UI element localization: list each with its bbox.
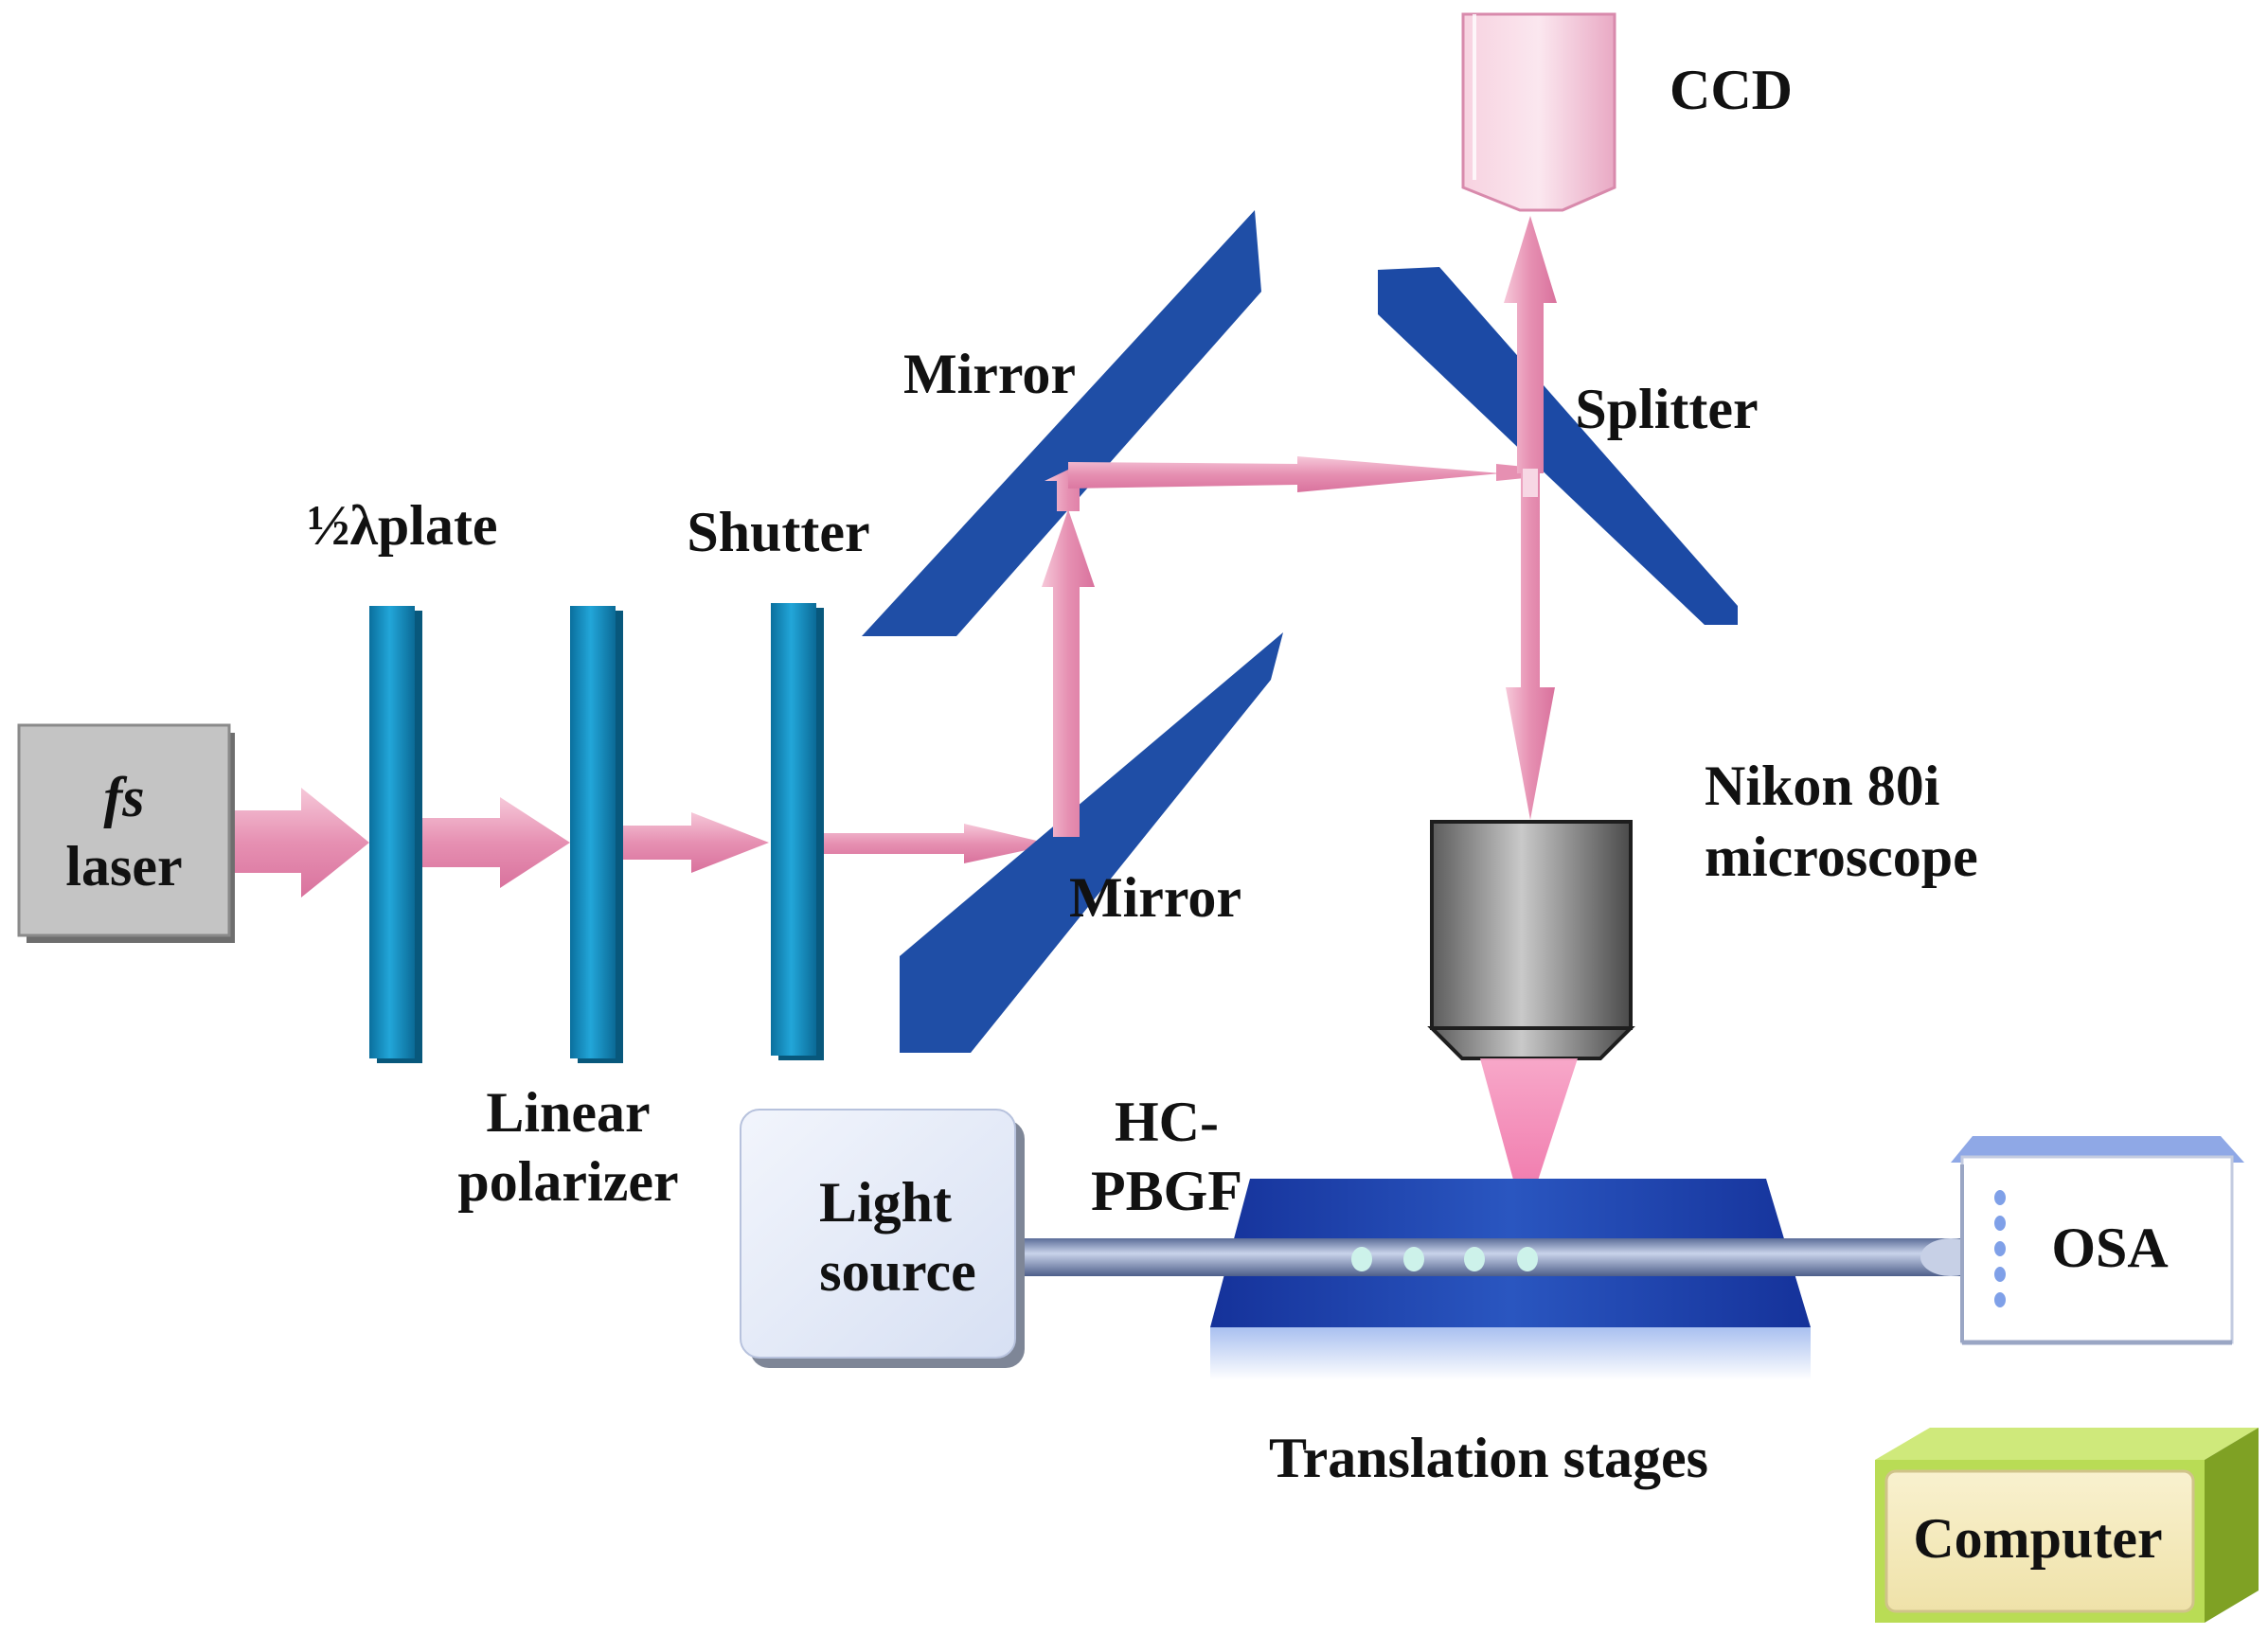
fs-laser: fs laser: [17, 723, 235, 943]
microscope-label-line2: microscope: [1705, 826, 1978, 888]
computer-label: Computer: [1913, 1507, 2162, 1570]
beam-arrow-1: [235, 788, 369, 897]
fiber-point-4: [1517, 1247, 1538, 1271]
translation-stages-label: Translation stages: [1269, 1427, 1708, 1489]
mirror-lower: [900, 632, 1283, 1053]
osa-indicators: [1994, 1190, 2006, 1307]
linear-polarizer-label-line1: Linear: [486, 1081, 650, 1144]
laser-label-line2: laser: [65, 835, 182, 897]
osa: [1951, 1136, 2244, 1345]
half-wave-plate: [369, 606, 422, 1063]
microscope-objective: [1427, 820, 1635, 1221]
fiber-point-2: [1403, 1247, 1424, 1271]
fiber-point-3: [1464, 1247, 1485, 1271]
ccd-label: CCD: [1670, 59, 1793, 121]
beam-arrow-4: [816, 824, 1053, 863]
beam-arrow-2: [417, 797, 570, 888]
light-source-label-line1: Light: [819, 1171, 952, 1234]
light-source-label-line2: source: [819, 1240, 976, 1303]
osa-label: OSA: [2051, 1217, 2168, 1279]
fiber-point-1: [1351, 1247, 1372, 1271]
beam-to-ccd: [1504, 216, 1557, 473]
linear-polarizer: [570, 606, 623, 1063]
fiber-label-line1: HC-: [1115, 1091, 1219, 1153]
ccd-camera: [1461, 12, 1616, 212]
hc-pbgf-fiber: [1025, 1238, 1981, 1276]
mirror-upper: [862, 210, 1261, 636]
microscope-label-line1: Nikon 80i: [1705, 755, 1939, 817]
beam-splitter: [1378, 267, 1738, 625]
translation-stage: [1210, 1179, 1811, 1380]
beam-to-splitter: [1068, 456, 1501, 492]
mirror-upper-label: Mirror: [903, 343, 1076, 405]
light-source: [740, 1109, 1025, 1368]
shutter-label: Shutter: [687, 501, 869, 563]
shutter: [771, 603, 824, 1060]
linear-polarizer-label-line2: polarizer: [457, 1150, 678, 1213]
fiber-label-line2: PBGF: [1091, 1160, 1242, 1222]
half-wave-plate-label: ½λplate: [307, 494, 497, 557]
computer: [1875, 1428, 2259, 1623]
splitter-label: Splitter: [1575, 378, 1758, 440]
mirror-lower-label: Mirror: [1069, 866, 1241, 929]
input-beam: [235, 788, 1053, 897]
laser-label-line1: fs: [103, 766, 144, 828]
beam-arrow-3: [616, 812, 769, 873]
beam-to-objective: [1506, 469, 1555, 820]
